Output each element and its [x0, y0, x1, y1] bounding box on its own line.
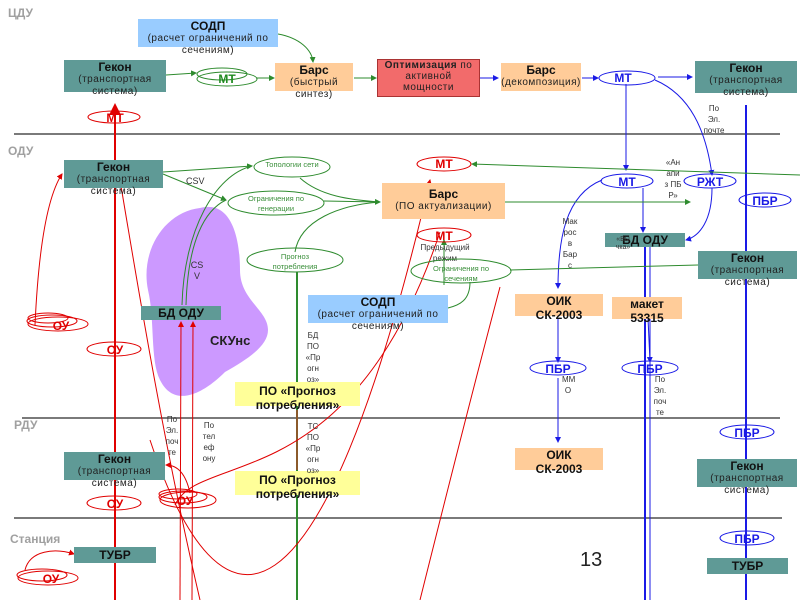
mt-blue-top-label[interactable]: МТ [614, 71, 632, 85]
level-label-station: Станция [10, 532, 61, 546]
mt-red-odu-top-label[interactable]: МТ [435, 157, 453, 171]
sodp-top-box[interactable]: СОДП (расчет ограничений по сечениям) [138, 19, 278, 56]
note-prev-mode: Предыдущий режим [420, 243, 470, 263]
divider-cdu-odu [14, 133, 780, 135]
oik-odu-box[interactable]: ОИК СК-2003 [515, 294, 603, 322]
bars-fast-box[interactable]: Барс (быстрый синтез) [275, 63, 353, 100]
level-label-rdu: РДУ [14, 418, 38, 432]
ou-odu-1-label[interactable]: ОУ [52, 319, 70, 333]
mt-green-top-oval [196, 71, 258, 87]
bars-actual-subtitle: (ПО актуализации) [395, 201, 492, 212]
mt-blue-odu-label[interactable]: МТ [618, 175, 636, 189]
pbr-rdu-right-oval [719, 424, 775, 440]
mt-blue-top-oval [598, 70, 656, 86]
note-by-email-maket: По Эл. поч те [653, 375, 667, 417]
gekon-odu-right-subtitle: (транспортная система) [710, 265, 785, 288]
page-number: 13 [580, 549, 603, 571]
oik-odu-title: ОИК [546, 294, 572, 308]
bars-decomp-title: Барс [526, 63, 556, 77]
tubr-right-title: ТУБР [731, 559, 764, 573]
optimization-title: Оптимизация [384, 60, 458, 71]
gekon-odu-right-title: Гекон [730, 251, 765, 265]
gekon-odu-subtitle: (транспортная система) [76, 174, 151, 197]
ou-rdu-2-label[interactable]: ОУ [176, 494, 194, 508]
note-by-email-cdu: По Эл. почте [703, 104, 725, 135]
mt-red-odu-mid-label[interactable]: МТ [435, 229, 453, 243]
oik-rdu-box[interactable]: ОИК СК-2003 [515, 448, 603, 476]
pbr-station-right-oval [719, 530, 775, 546]
note-mmo: ММ О [562, 375, 576, 395]
pbr-maket-label[interactable]: ПБР [637, 362, 663, 376]
mt-red-odu-top-oval [416, 156, 472, 172]
ou-odu-2-label[interactable]: ОУ [106, 343, 124, 357]
mt-green-top-label[interactable]: МТ [218, 72, 236, 86]
ou-rdu-1-label[interactable]: ОУ [106, 497, 124, 511]
bars-fast-title: Барс [299, 63, 329, 77]
gekon-cdu-subtitle: (транспортная система) [78, 74, 152, 97]
note-vyb: «Вы чка» [615, 236, 631, 251]
pbr-odu-right-oval [738, 192, 792, 208]
sodp-top-subtitle: (расчет ограничений по сечениям) [147, 33, 269, 56]
bars-fast-subtitle: (быстрый синтез) [289, 77, 339, 100]
bars-decomp-subtitle: (декомпозиция) [501, 77, 581, 88]
oik-rdu-title: ОИК [546, 448, 572, 462]
maket-subtitle: 53315 [630, 311, 664, 325]
sodp-top-title: СОДП [190, 19, 226, 33]
gekon-cdu-box[interactable]: Гекон (транспортная система) [64, 60, 166, 97]
topology-label[interactable]: Топологии сети [265, 160, 319, 169]
gekon-odu-title: Гекон [96, 160, 131, 174]
gekon-cdu-title: Гекон [98, 60, 132, 74]
tubr-right-box[interactable]: ТУБР [707, 558, 788, 574]
level-label-cdu: ЦДУ [8, 6, 33, 20]
topology-oval [253, 156, 331, 178]
bars-actual-title: Барс [428, 187, 459, 201]
oik-rdu-subtitle: СК-2003 [535, 462, 583, 476]
ou-station-oval [17, 570, 79, 586]
level-label-odu: ОДУ [8, 144, 34, 158]
maket-title: макет [630, 297, 664, 311]
gekon-cdu-right-title: Гекон [729, 61, 763, 75]
bd-odu-right-box[interactable]: БД ОДУ [605, 233, 685, 247]
oik-odu-subtitle: СК-2003 [535, 308, 583, 322]
maket-box[interactable]: макет 53315 [612, 297, 682, 325]
gekon-odu-right-box[interactable]: Гекон (транспортная система) [698, 251, 797, 288]
consumption-forecast-label[interactable]: Прогноз потребления [272, 252, 318, 271]
gekon-cdu-right-box[interactable]: Гекон (транспортная система) [695, 61, 797, 98]
ou-station-label[interactable]: ОУ [42, 572, 60, 586]
pbr-odu-right-label[interactable]: ПБР [752, 194, 778, 208]
gekon-cdu-right-subtitle: (транспортная система) [709, 75, 783, 98]
pbr-rdu-right-label[interactable]: ПБР [734, 426, 760, 440]
pbr-station-right-label[interactable]: ПБР [734, 532, 760, 546]
bars-decomp-box[interactable]: Барс (декомпозиция) [501, 63, 581, 91]
section-limits-label[interactable]: Ограничения по сечениям [432, 264, 490, 283]
mt-red-cdu-label[interactable]: МТ [106, 111, 124, 125]
rzht-label[interactable]: РЖТ [696, 175, 724, 189]
gen-limits-label[interactable]: Ограничения по генерации [247, 194, 305, 213]
optimization-subtitle: по активной мощности [403, 60, 473, 93]
pbr-oik-label[interactable]: ПБР [545, 362, 571, 376]
bd-odu-right-title: БД ОДУ [622, 233, 668, 247]
optimization-box[interactable]: Оптимизация по активной мощности [377, 59, 480, 97]
